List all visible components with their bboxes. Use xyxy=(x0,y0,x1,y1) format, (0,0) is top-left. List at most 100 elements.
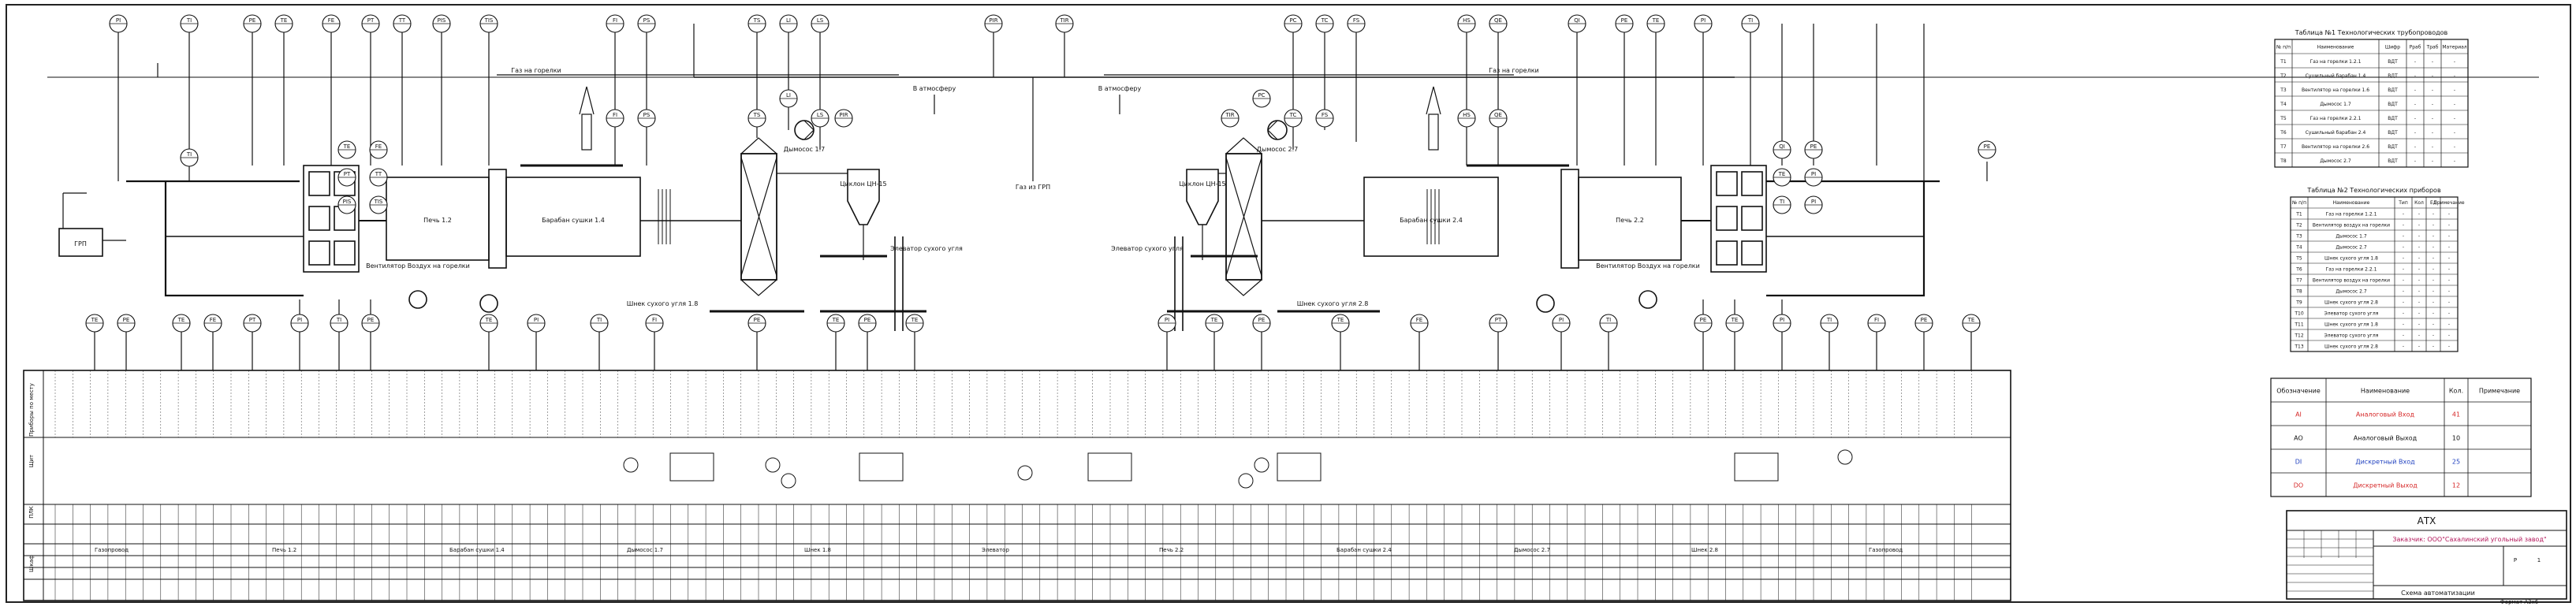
svg-text:PIR: PIR xyxy=(839,112,848,118)
svg-text:TE: TE xyxy=(280,17,288,24)
strip-section-label: Шнек 2.8 xyxy=(1691,547,1718,553)
svg-text:QI: QI xyxy=(1779,143,1785,150)
instrument-bubble-process: LI xyxy=(779,89,798,108)
instrument-bubble-top: TIS xyxy=(479,14,498,33)
svg-text:PI: PI xyxy=(1811,199,1816,205)
instrument-bubble-bottom: TE xyxy=(479,314,498,333)
svg-text:FS: FS xyxy=(1353,17,1360,24)
sheet-frame xyxy=(6,4,2571,603)
svg-text:FS: FS xyxy=(1322,112,1329,118)
table-cell: Вентилятор воздух на горелки xyxy=(2313,278,2390,284)
kiln-right xyxy=(1578,177,1682,261)
instrument-bubble-bottom: PI xyxy=(527,314,546,333)
strip-section-label: Барабан сушки 1.4 xyxy=(449,547,505,553)
table-cell: - xyxy=(2448,267,2450,273)
table-cell: ВДТ xyxy=(2388,144,2398,150)
table-cell: Т10 xyxy=(2294,311,2303,317)
table-cell: Сушильный барабан 2.4 xyxy=(2306,130,2366,136)
svg-text:PIR: PIR xyxy=(989,17,997,24)
table-cell: - xyxy=(2448,289,2450,295)
table-cell: - xyxy=(2418,245,2420,251)
table-cell: - xyxy=(2418,344,2420,350)
svg-text:TE: TE xyxy=(1336,317,1344,323)
svg-text:FE: FE xyxy=(375,143,382,150)
stamp-sheet: 1 xyxy=(2537,557,2541,564)
table-cell: - xyxy=(2454,59,2455,65)
svg-text:TC: TC xyxy=(1321,17,1329,24)
table-cell: - xyxy=(2418,300,2420,306)
legend-name: Дискретный Вход xyxy=(2355,459,2415,466)
legend-name: Дискретный Выход xyxy=(2353,482,2418,489)
svg-text:TE: TE xyxy=(832,317,840,323)
cyclone-left xyxy=(847,169,880,225)
table-header: Наименование xyxy=(2317,45,2354,50)
svg-text:PI: PI xyxy=(116,17,121,24)
instrument-bubble-process: TE xyxy=(1773,168,1791,187)
table-cell: - xyxy=(2418,223,2420,229)
label-fan-right: Вентилятор Воздух на горелки xyxy=(1596,262,1700,270)
control-strip xyxy=(23,370,2011,601)
table-cell: - xyxy=(2414,87,2416,93)
table-cell: - xyxy=(2454,158,2455,164)
instrument-bubble-process: PI xyxy=(1804,195,1823,214)
label-grp: ГРП xyxy=(74,240,87,247)
table-cell: - xyxy=(2418,256,2420,262)
instrument-bubble-process: TIS xyxy=(369,195,388,214)
instrument-bubble-process: TC xyxy=(1284,109,1303,128)
instrument-bubble-bottom: PI xyxy=(1773,314,1791,333)
table-cell: - xyxy=(2432,267,2434,273)
table-header: Материал xyxy=(2442,45,2466,50)
table-cell: - xyxy=(2448,344,2450,350)
legend-name: Аналоговый Вход xyxy=(2356,411,2415,418)
instrument-bubble-process: PE xyxy=(1978,140,1996,159)
instrument-bubble-bottom: TE xyxy=(1725,314,1744,333)
instrument-bubble-bottom: PE xyxy=(1252,314,1271,333)
stamp-stage: Р xyxy=(2514,557,2517,564)
instrument-bubble-top: TT xyxy=(393,14,412,33)
svg-text:PE: PE xyxy=(1621,17,1628,24)
instrument-bubble-process: TT xyxy=(369,168,388,187)
table-cell: ВДТ xyxy=(2388,102,2398,107)
table-cell: Т6 xyxy=(2295,267,2302,273)
label-kiln-right: Печь 2.2 xyxy=(1616,217,1644,224)
table-cell: - xyxy=(2432,289,2434,295)
table-cell: - xyxy=(2448,300,2450,306)
table-cell: - xyxy=(2432,256,2434,262)
svg-text:TE: TE xyxy=(1731,317,1739,323)
table-cell: - xyxy=(2418,311,2420,317)
table-cell: Т3 xyxy=(2295,234,2302,240)
instrument-bubble-top: FS xyxy=(1347,14,1366,33)
instrument-bubble-top: QI xyxy=(1568,14,1586,33)
table-title: Таблица №2 Технологических приборов xyxy=(2306,187,2441,194)
svg-text:TI: TI xyxy=(336,317,341,323)
svg-text:HS: HS xyxy=(1463,112,1471,118)
table-cell: - xyxy=(2432,234,2434,240)
instrument-bubble-bottom: PE xyxy=(858,314,877,333)
svg-text:TE: TE xyxy=(1210,317,1218,323)
svg-text:QE: QE xyxy=(1494,112,1502,118)
strip-instrument xyxy=(765,457,781,473)
table-cell: - xyxy=(2403,212,2404,218)
table-cell: Элеватор сухого угля xyxy=(2324,311,2379,317)
table-cell: Т1 xyxy=(2280,59,2287,65)
svg-text:TC: TC xyxy=(1289,112,1297,118)
table-cell: - xyxy=(2432,144,2433,150)
table-header: Тип xyxy=(2398,200,2408,206)
label-drum-left: Барабан сушки 1.4 xyxy=(542,217,605,224)
svg-text:TS: TS xyxy=(753,112,761,118)
table-cell: - xyxy=(2403,311,2404,317)
table-cell: Газ на горелки 2.2.1 xyxy=(2310,116,2362,121)
table-header: Траб xyxy=(2426,45,2439,50)
table-cell: - xyxy=(2432,73,2433,79)
table-cell: Дымосос 1.7 xyxy=(2320,102,2351,107)
table-cell: Вентилятор на горелки 1.6 xyxy=(2302,87,2369,93)
table-cell: - xyxy=(2448,245,2450,251)
table-cell: Шнек сухого угля 2.8 xyxy=(2324,300,2378,306)
table-cell: Т2 xyxy=(2295,223,2302,229)
table-cell: Т6 xyxy=(2280,130,2287,136)
control-cabinet xyxy=(859,452,904,482)
svg-text:TIS: TIS xyxy=(374,199,383,205)
svg-text:TI: TI xyxy=(186,151,192,158)
